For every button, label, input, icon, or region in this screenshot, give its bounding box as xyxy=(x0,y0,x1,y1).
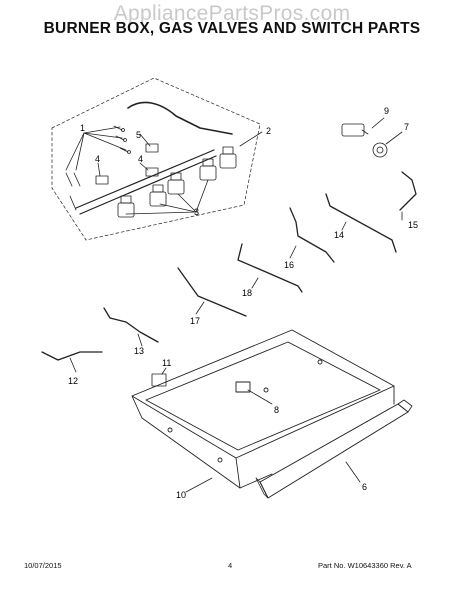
switch-7 xyxy=(372,142,388,158)
callout-2: 2 xyxy=(266,126,271,136)
screws xyxy=(65,125,131,211)
callout-4a: 4 xyxy=(95,154,100,164)
callout-12: 12 xyxy=(68,376,78,386)
bracket-4b xyxy=(145,167,159,177)
footer-part-number: Part No. W10643360 Rev. A xyxy=(318,561,412,570)
callout-5: 5 xyxy=(136,130,141,140)
tube-17 xyxy=(177,267,247,317)
callout-4b: 4 xyxy=(138,154,143,164)
bracket-11 xyxy=(151,373,167,387)
callout-7: 7 xyxy=(404,122,409,132)
callout-13: 13 xyxy=(134,346,144,356)
footer-date: 10/07/2015 xyxy=(24,561,62,570)
front-trim xyxy=(259,403,409,499)
tube-15 xyxy=(399,171,417,211)
callout-9: 9 xyxy=(384,106,389,116)
callout-15: 15 xyxy=(408,220,418,230)
callout-6: 6 xyxy=(362,482,367,492)
bracket-4 xyxy=(95,175,109,185)
tube-16 xyxy=(289,207,335,263)
burner-box-outline xyxy=(51,77,261,241)
gas-valves xyxy=(117,146,237,218)
switch-9 xyxy=(341,123,365,137)
tube-12 xyxy=(41,351,103,361)
footer-page-number: 4 xyxy=(228,561,233,570)
tube-18 xyxy=(237,243,303,293)
callout-10: 10 xyxy=(176,490,186,500)
tube-14 xyxy=(325,193,397,253)
callout-17: 17 xyxy=(190,316,200,326)
callout-8: 8 xyxy=(274,405,279,415)
callout-3: 3 xyxy=(194,207,199,217)
callout-1: 1 xyxy=(80,123,85,133)
manifold-tube xyxy=(127,101,233,135)
callout-16: 16 xyxy=(284,260,294,270)
page-title: BURNER BOX, GAS VALVES AND SWITCH PARTS xyxy=(43,20,421,37)
tube-13 xyxy=(103,307,159,343)
watermark: AppliancePartsPros.com xyxy=(113,2,351,25)
callout-14: 14 xyxy=(334,230,344,240)
callout-11: 11 xyxy=(162,358,171,368)
bracket-5 xyxy=(145,143,159,153)
burner-box-tray xyxy=(131,329,395,489)
callout-18: 18 xyxy=(242,288,252,298)
